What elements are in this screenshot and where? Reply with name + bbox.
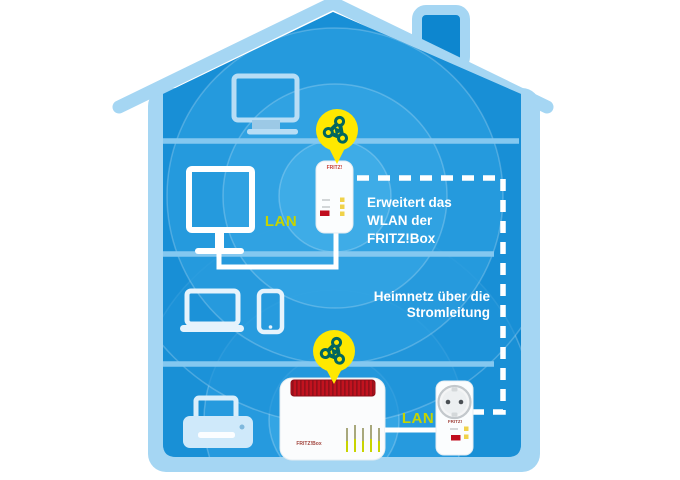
lan-label-lower: LAN: [401, 410, 435, 427]
mesh-balloon-lower: [313, 330, 355, 384]
powerline-note-line-2: Stromleitung: [406, 305, 490, 320]
printer-icon: [183, 395, 253, 448]
repeater-logo: FRITZ!: [326, 165, 343, 171]
powerline-dashed-path: [357, 175, 506, 415]
powerline-adapter: [435, 380, 474, 456]
lan-cable-upper: [216, 233, 339, 270]
mesh-wlan-icon: [322, 115, 349, 144]
powerline-note-line-1: Heimnetz über die: [373, 289, 490, 304]
monitor-icon: [186, 166, 255, 254]
laptop-icon: [180, 288, 244, 332]
roof: [112, 0, 554, 114]
router-red-stripe: [290, 379, 376, 397]
repeater-note-line-2: WLAN der: [367, 213, 433, 228]
adapter-leds: [450, 426, 469, 441]
tablet-icon: [256, 288, 285, 335]
router-logo: FRITZ!Box: [296, 441, 322, 447]
repeater-note: Erweitert das WLAN der FRITZ!Box: [367, 194, 452, 248]
mesh-wlan-icon: [319, 336, 346, 365]
repeater-note-line-3: FRITZ!Box: [367, 231, 436, 246]
tv-icon: [231, 73, 300, 135]
powerline-note: Heimnetz über die Stromleitung: [340, 289, 490, 321]
power-socket-icon: [437, 384, 472, 420]
repeater-note-line-1: Erweitert das: [367, 195, 452, 210]
fritzbox-router: [279, 377, 386, 461]
adapter-logo: FRITZ!: [447, 419, 463, 424]
mesh-balloon-upper: [316, 109, 358, 164]
router-leds: [346, 425, 380, 452]
lan-label-upper: LAN: [264, 213, 298, 230]
repeater-leds: [320, 197, 345, 216]
wlan-repeater: [315, 160, 354, 234]
